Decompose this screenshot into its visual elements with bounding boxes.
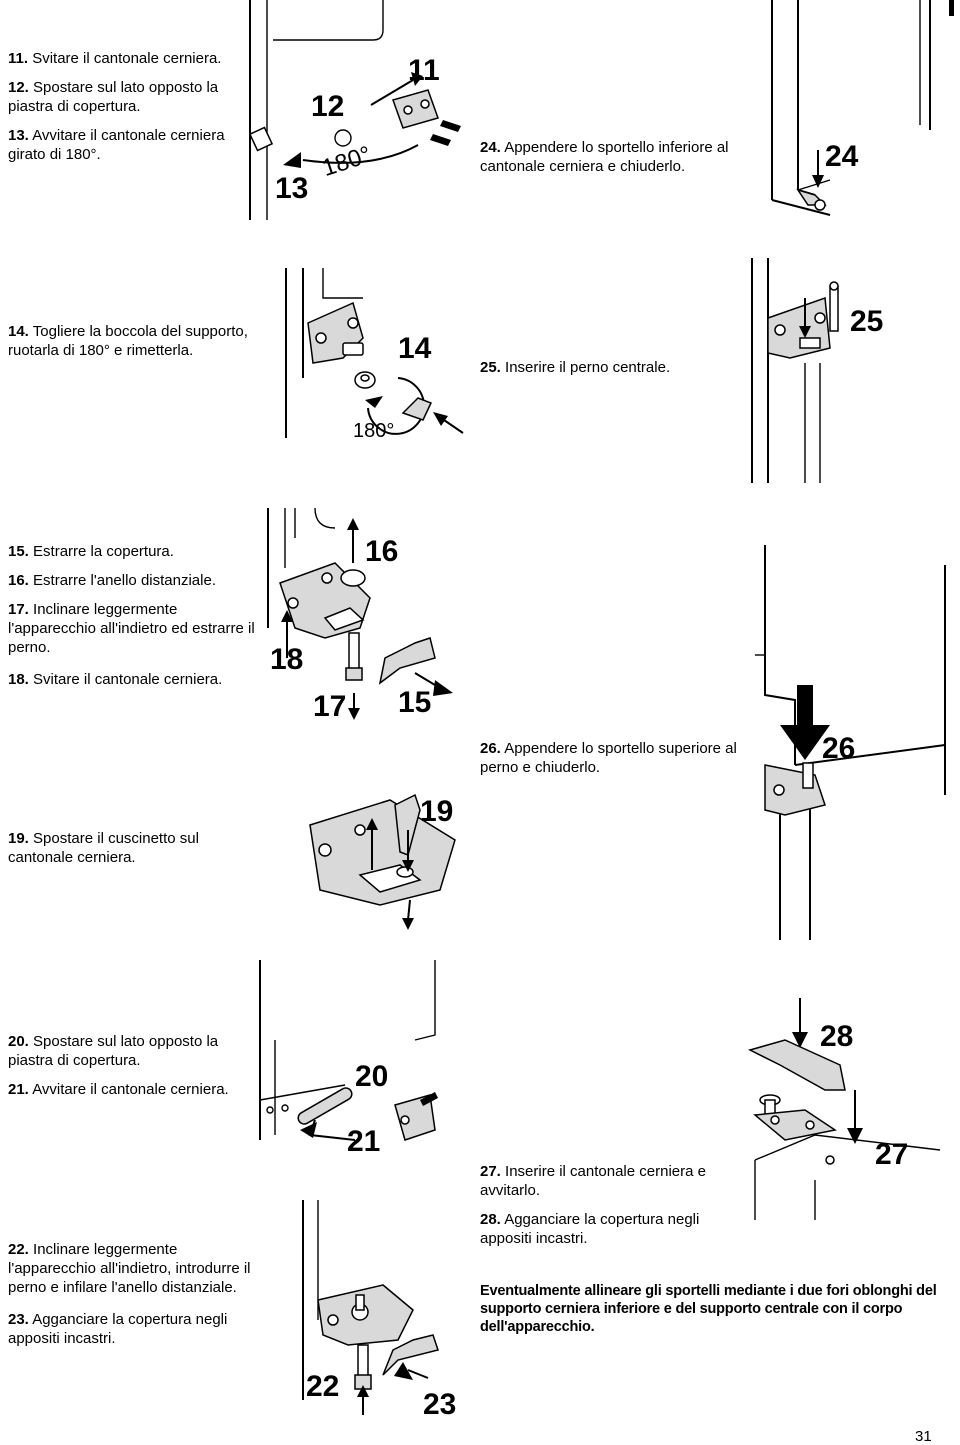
- label-23: 23: [423, 1388, 457, 1421]
- label-20: 20: [355, 1060, 389, 1093]
- step-14: 14. Togliere la boccola del supporto, ru…: [8, 323, 248, 359]
- label-26: 26: [822, 732, 856, 765]
- page-number: 31: [915, 1428, 932, 1445]
- label-27: 27: [875, 1138, 909, 1171]
- label-18: 18: [270, 643, 304, 676]
- step-18: 18. Svitare il cantonale cerniera.: [8, 671, 223, 688]
- step-24: 24. Appendere lo sportello inferiore al …: [480, 139, 729, 175]
- label-24: 24: [825, 140, 859, 173]
- section-marker-bar: [949, 0, 954, 16]
- label-21: 21: [347, 1125, 381, 1158]
- step-17: 17. Inclinare leggermente l'apparecchio …: [8, 601, 255, 656]
- figure-bushing-rotate: [285, 268, 464, 438]
- figure-hinge-swap: [248, 0, 461, 220]
- figure-cover-plate: [259, 960, 438, 1141]
- label-180-b: 180°: [353, 420, 395, 442]
- step-28: 28. Agganciare la copertura negli apposi…: [480, 1211, 700, 1247]
- label-28: 28: [820, 1020, 854, 1053]
- label-13: 13: [275, 172, 309, 205]
- label-17: 17: [313, 690, 347, 723]
- step-21: 21. Avvitare il cantonale cerniera.: [8, 1081, 229, 1098]
- figure-top-cover: [747, 998, 941, 1220]
- step-27: 27. Inserire il cantonale cerniera e avv…: [480, 1163, 706, 1199]
- step-20: 20. Spostare sul lato opposto la piastra…: [8, 1033, 219, 1069]
- step-16: 16. Estrarre l'anello distanziale.: [8, 572, 216, 589]
- figure-remove-cover: [267, 507, 453, 720]
- label-14: 14: [398, 332, 432, 365]
- figure-lower-door: [771, 0, 931, 216]
- label-11: 11: [408, 54, 440, 87]
- label-25: 25: [850, 305, 884, 338]
- step-13: 13. Avvitare il cantonale cerniera girat…: [8, 127, 225, 163]
- label-19: 19: [420, 795, 454, 828]
- figure-insert-pin: [302, 1200, 439, 1415]
- step-23: 23. Agganciare la copertura negli apposi…: [8, 1311, 228, 1347]
- step-22: 22. Inclinare leggermente l'apparecchio …: [8, 1241, 251, 1296]
- step-11: 11. Svitare il cantonale cerniera.: [8, 50, 222, 67]
- alignment-note: Eventualmente allineare gli sportelli me…: [480, 1283, 937, 1335]
- figure-upper-door: [755, 545, 946, 940]
- step-19: 19. Spostare il cuscinetto sul cantonale…: [8, 830, 199, 866]
- label-15: 15: [398, 686, 432, 719]
- step-26: 26. Appendere lo sportello superiore al …: [480, 740, 737, 776]
- step-25: 25. Inserire il perno centrale.: [480, 359, 671, 376]
- figure-center-pin: [751, 258, 839, 483]
- figure-move-bearing: [309, 793, 456, 930]
- step-15: 15. Estrarre la copertura.: [8, 543, 174, 560]
- label-22: 22: [306, 1370, 340, 1403]
- step-12: 12. Spostare sul lato opposto la piastra…: [8, 79, 219, 115]
- label-16: 16: [365, 535, 399, 568]
- label-12: 12: [311, 90, 345, 123]
